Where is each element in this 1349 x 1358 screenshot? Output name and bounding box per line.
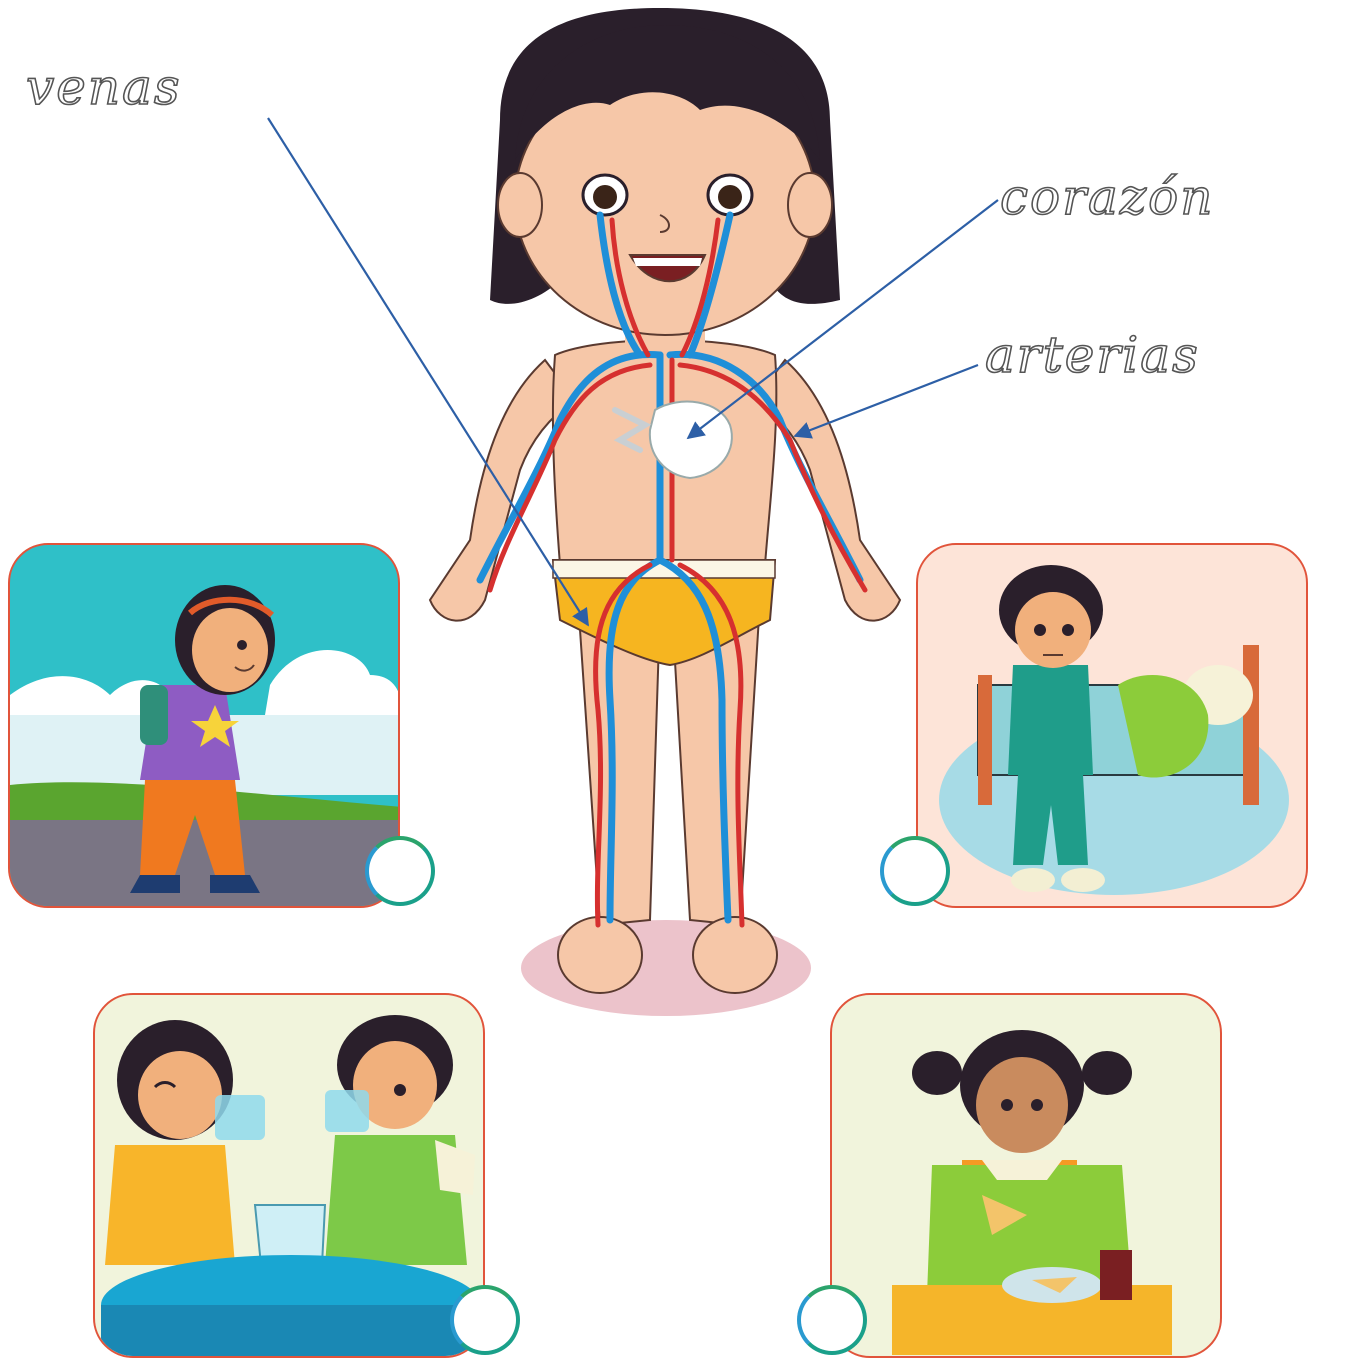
answer-circle-sleep[interactable]: [880, 836, 950, 906]
label-arterias: arterias: [985, 326, 1200, 384]
walking-illustration: [10, 545, 400, 908]
arrow-arterias: [795, 365, 978, 436]
label-corazon: corazón: [1000, 168, 1214, 226]
water-illustration: [95, 995, 485, 1358]
answer-circle-walking[interactable]: [365, 836, 435, 906]
scene-card-water: [93, 993, 485, 1358]
label-venas: venas: [26, 58, 182, 116]
scene-card-walking: [8, 543, 400, 908]
arrow-corazon: [688, 200, 998, 438]
answer-circle-food[interactable]: [797, 1285, 867, 1355]
sleep-illustration: [918, 545, 1308, 908]
scene-card-sleep: [916, 543, 1308, 908]
answer-circle-water[interactable]: [450, 1285, 520, 1355]
scene-card-food: [830, 993, 1222, 1358]
food-illustration: [832, 995, 1222, 1358]
